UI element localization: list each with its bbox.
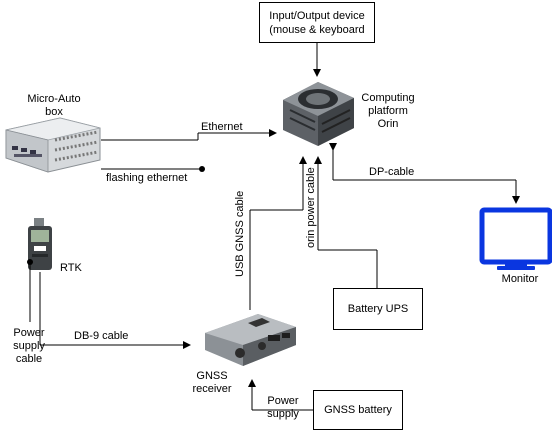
computing-label: Computing platform Orin — [361, 92, 415, 130]
ethernet-label: Ethernet — [201, 121, 243, 133]
connector-orin-power — [314, 156, 378, 288]
connector-ethernet — [101, 129, 277, 141]
dp-cable-label: DP-cable — [369, 166, 415, 178]
gnss-receiver-image — [205, 314, 296, 366]
battery-ups-label: Battery UPS — [347, 303, 409, 315]
io-device-box: Input/Output device (mouse & keyboard — [259, 2, 375, 43]
battery-ups-box: Battery UPS — [333, 288, 423, 330]
rtk-label: RTK — [60, 262, 82, 274]
orin-power-cable-label: orin power cable — [305, 167, 317, 248]
power-supply-cable-label: Power supply cable — [13, 327, 45, 365]
usb-gnss-cable-label: USB GNSS cable — [234, 190, 246, 277]
db9-cable-label: DB-9 cable — [74, 330, 129, 342]
gnss-receiver-label: GNSS receiver — [192, 370, 232, 395]
io-device-label: Input/Output device (mouse & keyboard — [269, 9, 365, 36]
monitor-icon — [479, 207, 552, 270]
rtk-image — [28, 218, 52, 270]
connector-usb-gnss — [249, 156, 307, 310]
monitor-label: Monitor — [501, 273, 539, 285]
flashing-ethernet-label: flashing ethernet — [106, 172, 188, 184]
connector-flashing-ethernet — [101, 166, 205, 172]
gnss-battery-box: GNSS battery — [313, 390, 403, 430]
power-supply-label: Power supply — [267, 395, 299, 420]
connector-gnss-power — [248, 379, 313, 411]
orin-image — [283, 82, 354, 146]
connector-db9 — [39, 272, 191, 349]
micro-auto-box-image — [5, 117, 101, 173]
micro-auto-label: Micro-Auto box — [27, 93, 81, 118]
connector-dp-cable — [329, 143, 520, 204]
gnss-battery-label: GNSS battery — [324, 404, 392, 416]
connector-power-supply-cable — [27, 259, 33, 322]
